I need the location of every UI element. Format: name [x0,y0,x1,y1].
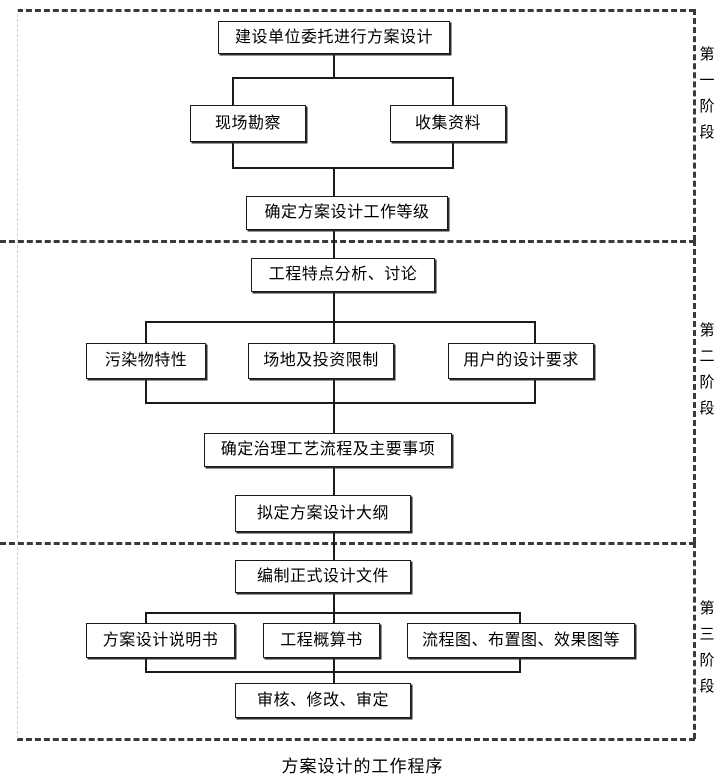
node-label: 工程概算书 [280,631,363,649]
node-label: 收集资料 [414,114,481,132]
connector-from-n13 [333,657,335,673]
stage-frame-left-3 [17,542,18,739]
stage-2-char-3: 段 [699,400,715,417]
stage-1-char-2: 阶 [699,98,715,115]
node-project-analysis[interactable]: 工程特点分析、讨论 [251,258,435,292]
stage-frame-right-2 [693,240,696,543]
node-compile-documents[interactable]: 编制正式设计文件 [235,560,411,593]
stage-divider-2-3 [0,542,695,545]
node-label: 编制正式设计文件 [256,567,389,585]
connector-n9-to-n10 [333,466,335,495]
connector-to-n2 [232,77,234,105]
stage-3-char-3: 段 [699,678,715,695]
stage-divider-bottom [17,738,695,741]
node-commission-design[interactable]: 建设单位委托进行方案设计 [218,21,450,54]
connector-to-n13 [333,612,335,624]
stage-3-char-1: 三 [699,626,715,643]
node-label: 现场勘察 [214,114,281,132]
node-label: 确定方案设计工作等级 [264,204,430,221]
connector-to-n15 [333,671,335,684]
connector-from-n8 [534,378,536,404]
connector-to-n4 [333,167,335,196]
node-review-revise-approve[interactable]: 审核、修改、审定 [235,683,411,718]
stage-frame-left-2 [17,240,18,543]
node-design-statement[interactable]: 方案设计说明书 [86,623,235,658]
node-label: 污染物特性 [104,352,188,369]
node-user-requirements[interactable]: 用户的设计要求 [448,343,594,379]
connector-from-n2 [232,141,234,169]
connector-to-n9 [333,402,335,433]
stage-frame-left-1 [17,9,18,241]
stage-1-char-3: 段 [699,124,715,141]
stage-frame-right-3 [693,542,696,739]
connector-to-n7 [333,321,335,344]
node-label: 拟定方案设计大纲 [256,504,389,522]
stage-label-2: 第 二 阶 段 [694,318,720,422]
connector-n1-down [333,53,335,78]
connector-split-1 [232,77,454,79]
connector-to-n14 [519,612,521,624]
connector-to-n8 [534,321,536,344]
connector-n10-to-n11 [333,531,335,560]
node-determine-design-grade[interactable]: 确定方案设计工作等级 [246,196,448,230]
connector-n4-to-n5 [333,229,335,258]
node-draft-outline[interactable]: 拟定方案设计大纲 [235,495,411,532]
node-drawings[interactable]: 流程图、布置图、效果图等 [407,623,635,658]
connector-split-2 [145,321,536,323]
node-label: 用户的设计要求 [463,352,579,369]
stage-2-char-2: 阶 [699,374,715,391]
stage-divider-top [17,9,695,12]
stage-divider-1-2 [0,240,695,243]
connector-from-n6 [145,378,147,404]
connector-to-n12 [145,612,147,624]
node-label: 流程图、布置图、效果图等 [421,631,620,649]
connector-from-n14 [519,657,521,673]
connector-merge-2 [145,402,536,404]
node-label: 方案设计说明书 [102,631,219,649]
stage-frame-right-1 [693,9,696,241]
node-cost-estimate[interactable]: 工程概算书 [263,623,380,658]
connector-from-n7 [333,378,335,404]
node-label: 审核、修改、审定 [256,691,389,709]
stage-3-char-2: 阶 [699,652,715,669]
node-label: 确定治理工艺流程及主要事项 [220,441,436,458]
stage-1-char-0: 第 [699,46,715,63]
stage-2-char-0: 第 [699,322,715,339]
node-label: 工程特点分析、讨论 [268,266,418,283]
stage-label-3: 第 三 阶 段 [694,596,720,700]
figure-caption: 方案设计的工作程序 [281,757,444,776]
stage-label-1: 第 一 阶 段 [694,42,720,146]
stage-3-char-0: 第 [699,600,715,617]
connector-n11-down [333,592,335,614]
node-determine-process[interactable]: 确定治理工艺流程及主要事项 [204,433,452,467]
connector-merge-1 [232,167,454,169]
connector-from-n12 [145,657,147,673]
node-site-survey[interactable]: 现场勘察 [190,105,306,142]
node-collect-data[interactable]: 收集资料 [390,105,506,142]
node-label: 建设单位委托进行方案设计 [234,28,433,46]
node-pollutant-properties[interactable]: 污染物特性 [86,343,206,379]
stage-2-char-1: 二 [699,348,715,365]
connector-to-n6 [145,321,147,344]
node-label: 场地及投资限制 [263,352,379,369]
connector-to-n3 [452,77,454,105]
node-site-investment-limits[interactable]: 场地及投资限制 [248,343,394,379]
connector-from-n3 [452,141,454,169]
connector-n5-down [333,291,335,323]
stage-1-char-1: 一 [699,72,715,89]
